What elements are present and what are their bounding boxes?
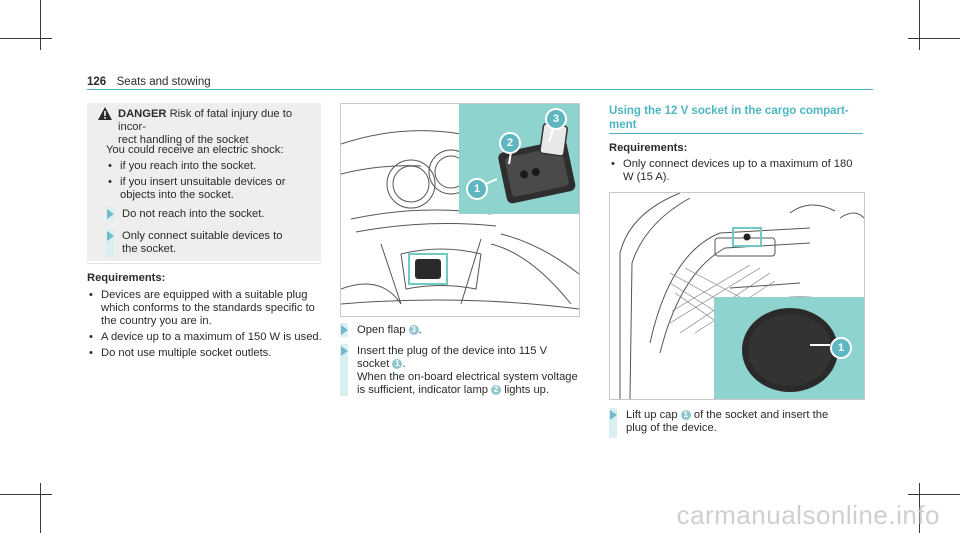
- list-item: A device up to a maximum of 150 W is use…: [87, 331, 323, 344]
- crop-mark: [40, 0, 41, 50]
- crop-mark: [919, 0, 920, 50]
- requirements-list: Devices are equipped with a suitable plu…: [87, 289, 323, 363]
- cargo-illustration: [619, 193, 864, 399]
- step-arrow-icon: [107, 209, 114, 219]
- list-item: Only connect devices up to a maximum of …: [609, 158, 859, 184]
- step-bar: [340, 344, 348, 396]
- callout-marker: 3: [545, 108, 567, 130]
- section-rule: [609, 133, 863, 134]
- danger-bullets: if you reach into the socket. if you ins…: [106, 160, 318, 205]
- step-text: Lift up cap: [626, 409, 678, 421]
- danger-intro: You could receive an electric shock:: [106, 144, 284, 156]
- list-item: Devices are equipped with a suitable plu…: [87, 289, 323, 328]
- step-text: plug of the device.: [626, 422, 717, 434]
- step-arrow-icon: [107, 231, 114, 241]
- requirements-heading: Requirements:: [609, 142, 688, 154]
- step-arrow-icon: [610, 410, 617, 420]
- list-item: if you insert unsuitable devices or obje…: [106, 176, 318, 202]
- page-header: 126 Seats and stowing: [87, 72, 211, 90]
- section-title: Seats and stowing: [116, 76, 211, 88]
- crop-mark: [40, 483, 41, 533]
- step-arrow-icon: [341, 325, 348, 335]
- danger-step: Do not reach into the socket.: [122, 208, 265, 220]
- crop-mark: [0, 494, 52, 495]
- ref-marker: 1: [680, 410, 691, 420]
- step-text: .: [418, 324, 422, 336]
- header-rule: [87, 89, 873, 90]
- warning-icon: [98, 107, 112, 125]
- danger-title: DANGER: [118, 108, 167, 120]
- requirements-list: Only connect devices up to a maximum of …: [609, 158, 859, 187]
- requirements-heading: Requirements:: [87, 272, 166, 284]
- step-lift-cap: Lift up cap 1 of the socket and insert t…: [626, 409, 866, 435]
- section-heading: Using the 12 V socket in the cargo compa…: [609, 105, 849, 131]
- step-text: socket: [357, 358, 390, 370]
- list-item: Do not use multiple socket outlets.: [87, 347, 323, 360]
- danger-step: Only connect suitable devices to the soc…: [122, 230, 283, 255]
- watermark: carmanualsonline.info: [676, 500, 940, 530]
- step-bar: [609, 408, 617, 438]
- step-text: is sufficient, indicator lamp: [357, 384, 488, 396]
- step-text: of the socket and insert the: [693, 409, 829, 421]
- console-illustration: [341, 104, 579, 310]
- socket-figure: 1 2 3: [340, 103, 580, 317]
- step-insert-plug: Insert the plug of the device into 115 V…: [357, 345, 582, 397]
- list-item: if you reach into the socket.: [106, 160, 318, 173]
- ref-marker: 3: [408, 325, 419, 335]
- crop-mark: [908, 494, 960, 495]
- step-text: When the on-board electrical system volt…: [357, 371, 578, 383]
- callout-marker: 1: [830, 337, 852, 359]
- step-text: Open flap: [357, 324, 406, 336]
- callout-marker: 2: [499, 132, 521, 154]
- step-text: Insert the plug of the device into 115 V: [357, 345, 548, 357]
- cargo-figure: 1: [609, 192, 865, 400]
- step-arrow-icon: [341, 346, 348, 356]
- crop-mark: [908, 38, 960, 39]
- danger-text: DANGER Risk of fatal injury due to incor…: [118, 108, 318, 147]
- ref-marker: 1: [392, 359, 403, 369]
- callout-marker: 1: [466, 178, 488, 200]
- page-number: 126: [87, 76, 107, 88]
- danger-lead: Risk of fatal injury due to incor- rect …: [118, 108, 293, 146]
- step-open-flap: Open flap 3.: [357, 324, 422, 337]
- step-text: lights up.: [504, 384, 549, 396]
- ref-marker: 2: [491, 385, 502, 395]
- danger-panel-bottom: [87, 263, 321, 264]
- crop-mark: [919, 483, 920, 533]
- step-bar: [106, 229, 114, 257]
- crop-mark: [0, 38, 52, 39]
